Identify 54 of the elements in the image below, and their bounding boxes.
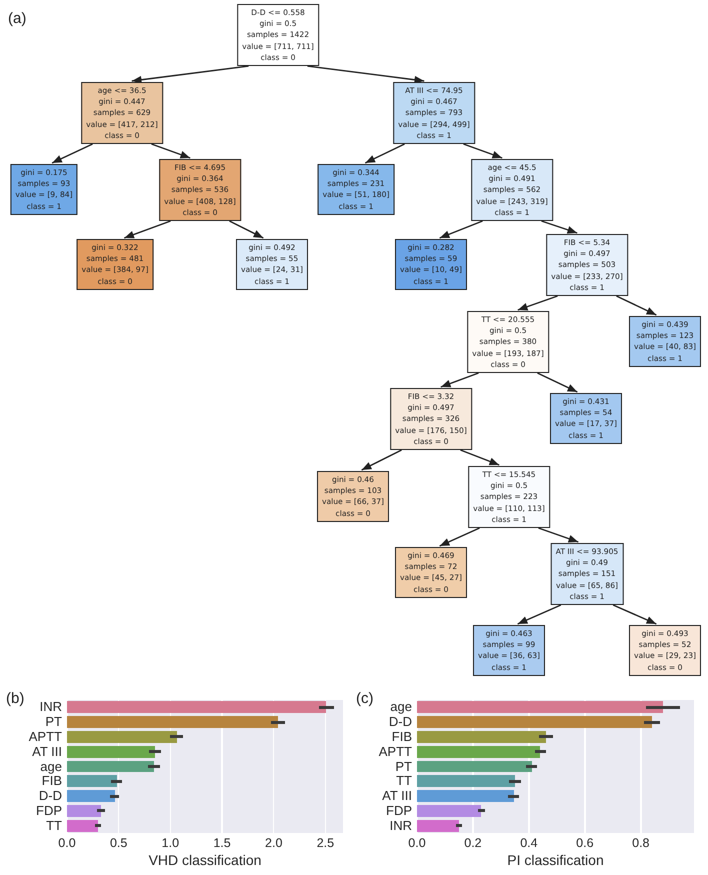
panel-label: (c): [356, 690, 374, 707]
arrow: [229, 220, 264, 239]
arrow: [517, 604, 562, 625]
category-label: D-D: [388, 714, 412, 730]
arrow: [537, 372, 578, 393]
arrow: [307, 65, 424, 84]
arrow: [541, 220, 578, 234]
category-label: APTT: [28, 728, 62, 744]
arrow: [132, 65, 249, 84]
category-label: FIB: [42, 773, 62, 788]
category-label: AT III: [382, 788, 412, 804]
tick-label: 2.5: [316, 836, 334, 850]
arrow: [612, 604, 657, 625]
arrow: [616, 295, 657, 316]
tick-label: 0.0: [408, 836, 426, 850]
category-label: age: [390, 699, 412, 714]
arrow: [52, 143, 93, 164]
arrow: [361, 449, 402, 471]
category-label: FDP: [386, 802, 412, 818]
tick-label: 2.0: [265, 836, 282, 850]
arrow: [518, 295, 558, 311]
arrow: [460, 449, 500, 466]
category-label: FDP: [36, 802, 62, 818]
tick-label: 1.5: [213, 836, 231, 850]
category-label: AT III: [32, 744, 62, 759]
panel-label: (a): [8, 10, 26, 27]
category-label: APTT: [378, 744, 412, 759]
arrow: [463, 143, 502, 159]
arrow: [538, 527, 579, 543]
category-label: INR: [40, 699, 62, 714]
tick-label: 0.4: [520, 836, 538, 850]
tick-label: 1.0: [162, 836, 180, 850]
category-label: age: [40, 758, 62, 774]
tick-label: 0.0: [58, 836, 76, 850]
arrow: [440, 372, 479, 388]
axis-title: PI classification: [507, 852, 604, 868]
category-label: FIB: [392, 728, 412, 744]
category-label: TT: [46, 818, 62, 833]
category-label: TT: [396, 773, 412, 788]
axis-title: VHD classification: [148, 852, 262, 868]
arrow: [364, 143, 405, 164]
tick-label: 0.6: [576, 836, 594, 850]
category-label: D-D: [38, 788, 62, 804]
tick-label: 0.8: [632, 836, 650, 850]
arrow: [439, 527, 480, 547]
category-label: PT: [45, 714, 62, 730]
arrow: [151, 143, 190, 159]
category-label: INR: [390, 818, 412, 833]
tick-label: 0.5: [110, 836, 128, 850]
category-label: PT: [395, 758, 412, 774]
tick-label: 0.2: [464, 836, 482, 850]
arrow: [124, 220, 171, 239]
panel-label: (b): [6, 690, 24, 707]
arrow: [439, 220, 483, 239]
